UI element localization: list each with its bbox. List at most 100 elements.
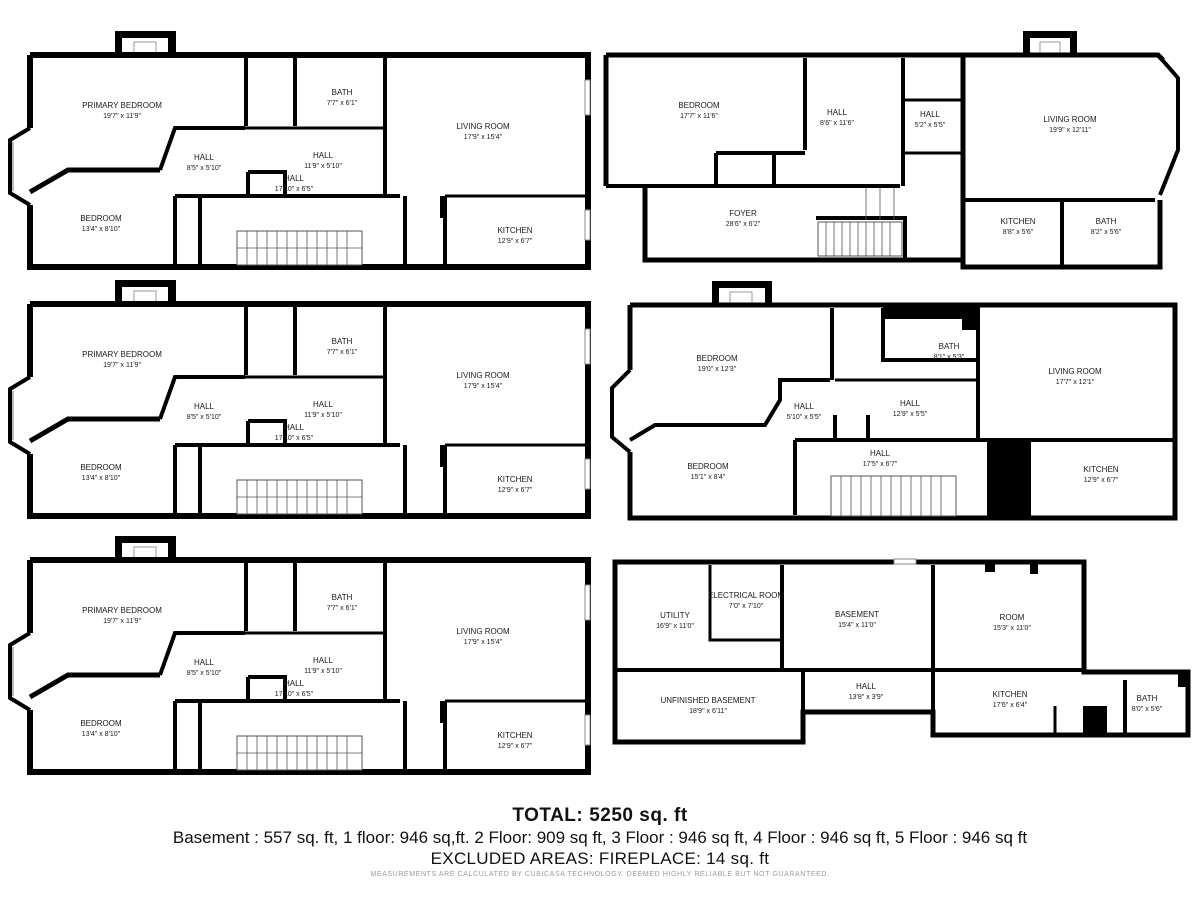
floor-plans: PRIMARY BEDROOM 19'7" x 11'9" BEDROOM 13'4"… xyxy=(0,0,1191,800)
room-dimensions: 19'9" x 12'11" xyxy=(1049,127,1091,134)
room-name: HALL xyxy=(194,402,215,411)
room-dimensions: 17'9" x 15'4" xyxy=(464,134,503,141)
room-name: LIVING ROOM xyxy=(456,122,510,131)
room-dimensions: 17'10" x 6'5" xyxy=(275,435,314,442)
room-name: LIVING ROOM xyxy=(456,371,510,380)
room-label: BATH 7'7" x 6'1" xyxy=(327,88,358,107)
room-dimensions: 17'7" x 11'6" xyxy=(680,113,718,120)
room-label: HALL 13'8" x 3'9" xyxy=(849,682,884,701)
room-name: BEDROOM xyxy=(80,463,122,472)
floor-middle-right-walls xyxy=(610,281,1178,521)
room-name: HALL xyxy=(920,110,941,119)
room-label: PRIMARY BEDROOM 19'7" x 11'9" xyxy=(82,606,162,625)
room-label: HALL 11'9" x 5'10" xyxy=(304,656,342,675)
room-name: BEDROOM xyxy=(687,462,729,471)
room-name: KITCHEN xyxy=(497,226,532,235)
room-name: FOYER xyxy=(729,209,757,218)
room-dimensions: 18'9" x 6'11" xyxy=(689,708,727,715)
room-dimensions: 11'9" x 5'10" xyxy=(304,668,342,675)
room-label: KITCHEN 12'9" x 6'7" xyxy=(497,226,532,245)
room-name: HALL xyxy=(856,682,877,691)
room-name: BATH xyxy=(939,342,960,351)
room-dimensions: 12'9" x 6'7" xyxy=(1084,477,1119,484)
room-label: KITCHEN 8'8" x 5'6" xyxy=(1000,217,1035,236)
room-name: BEDROOM xyxy=(80,214,122,223)
room-name: BATH xyxy=(1137,694,1158,703)
room-name: PRIMARY BEDROOM xyxy=(82,606,162,615)
floor-top-right-walls xyxy=(603,31,1180,270)
room-dimensions: 13'4" x 8'10" xyxy=(82,226,121,233)
room-dimensions: 19'7" x 11'9" xyxy=(103,618,141,625)
room-dimensions: 8'5" x 5'10" xyxy=(187,670,222,677)
room-name: ELECTRICAL ROOM xyxy=(708,591,784,600)
room-name: HALL xyxy=(313,400,334,409)
room-label: HALL 17'10" x 6'5" xyxy=(275,423,314,442)
room-dimensions: 7'0" x 7'10" xyxy=(729,603,764,610)
room-name: HALL xyxy=(313,656,334,665)
room-label: HALL 8'5" x 5'10" xyxy=(187,658,222,677)
room-label: FOYER 28'6" x 6'2" xyxy=(726,209,761,228)
room-dimensions: 8'8" x 5'6" xyxy=(1003,229,1034,236)
room-name: KITCHEN xyxy=(1000,217,1035,226)
room-label: LIVING ROOM 17'9" x 15'4" xyxy=(456,122,510,141)
room-name: HALL xyxy=(870,449,891,458)
excluded-areas: EXCLUDED AREAS: FIREPLACE: 14 sq. ft xyxy=(430,849,770,868)
room-name: BEDROOM xyxy=(80,719,122,728)
room-name: ROOM xyxy=(1000,613,1025,622)
room-dimensions: 13'8" x 3'9" xyxy=(849,694,884,701)
floor-breakdown: Basement : 557 sq. ft, 1 floor: 946 sq,f… xyxy=(172,828,1028,847)
room-dimensions: 15'4" x 11'0" xyxy=(838,622,876,629)
room-label: BEDROOM 17'7" x 11'6" xyxy=(678,101,720,120)
room-name: HALL xyxy=(194,153,215,162)
room-dimensions: 19'0" x 12'3" xyxy=(698,366,737,373)
room-label: BEDROOM 15'1" x 8'4" xyxy=(687,462,729,481)
room-name: HALL xyxy=(284,679,305,688)
room-label: BEDROOM 13'4" x 8'10" xyxy=(80,214,122,233)
room-name: UTILITY xyxy=(660,611,690,620)
room-label: BATH 8'2" x 5'6" xyxy=(1091,217,1122,236)
room-name: BATH xyxy=(1096,217,1117,226)
room-dimensions: 16'9" x 11'0" xyxy=(656,623,694,630)
room-name: KITCHEN xyxy=(497,475,532,484)
room-dimensions: 13'4" x 8'10" xyxy=(82,731,121,738)
total-area: TOTAL:5250 sq. ft xyxy=(0,805,1200,827)
room-name: KITCHEN xyxy=(1083,465,1118,474)
room-dimensions: 12'9" x 5'5" xyxy=(893,411,928,418)
room-name: HALL xyxy=(794,402,815,411)
room-dimensions: 8'2" x 5'6" xyxy=(1091,229,1122,236)
room-name: HALL xyxy=(900,399,921,408)
room-dimensions: 19'7" x 11'9" xyxy=(103,362,141,369)
room-label: KITCHEN 12'9" x 6'7" xyxy=(1083,465,1118,484)
room-name: BATH xyxy=(332,593,353,602)
room-dimensions: 8'1" x 5'3" xyxy=(934,354,965,361)
room-name: HALL xyxy=(194,658,215,667)
room-dimensions: 5'10" x 5'5" xyxy=(787,414,822,421)
room-label: BATH 8'1" x 5'3" xyxy=(934,342,965,361)
room-name: HALL xyxy=(284,174,305,183)
room-dimensions: 7'7" x 6'1" xyxy=(327,100,358,107)
room-dimensions: 19'7" x 11'9" xyxy=(103,113,141,120)
room-dimensions: 12'9" x 6'7" xyxy=(498,238,533,245)
room-name: LIVING ROOM xyxy=(456,627,510,636)
room-name: BATH xyxy=(332,88,353,97)
room-label: UTILITY 16'9" x 11'0" xyxy=(656,611,694,630)
room-dimensions: 8'0" x 5'6" xyxy=(1132,706,1163,713)
room-dimensions: 28'6" x 6'2" xyxy=(726,221,761,228)
room-name: HALL xyxy=(284,423,305,432)
room-dimensions: 7'7" x 6'1" xyxy=(327,605,358,612)
room-name: HALL xyxy=(827,108,848,117)
room-name: BEDROOM xyxy=(678,101,720,110)
room-dimensions: 8'5" x 5'10" xyxy=(187,414,222,421)
disclaimer: MEASUREMENTS ARE CALCULATED BY CUBICASA … xyxy=(370,871,830,878)
room-dimensions: 15'1" x 8'4" xyxy=(691,474,726,481)
